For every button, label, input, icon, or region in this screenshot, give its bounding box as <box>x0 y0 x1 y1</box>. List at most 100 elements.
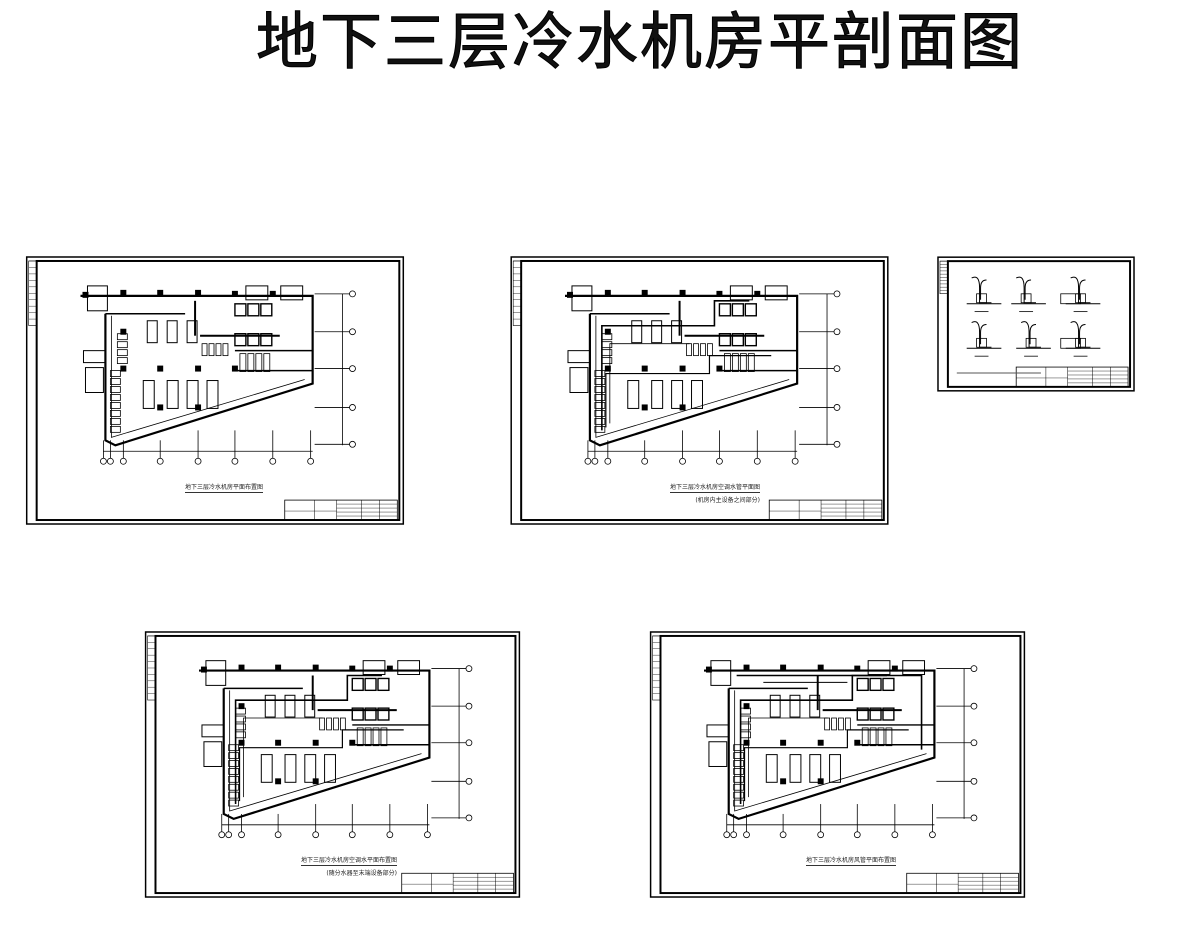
pipe-section <box>1070 321 1091 348</box>
equipment-box <box>867 660 891 676</box>
structural-column <box>275 778 282 785</box>
structural-column <box>157 365 164 372</box>
chiller-unit <box>206 380 219 409</box>
pump <box>707 343 713 357</box>
grid-axis-bubble <box>465 665 473 672</box>
structural-column <box>743 664 750 671</box>
pump <box>733 799 744 807</box>
grid-axis-bubble <box>349 328 356 336</box>
drawing-frame <box>154 634 517 895</box>
equipment-unit <box>351 677 364 692</box>
grid-axis-bubble <box>743 831 750 839</box>
chiller-unit <box>627 380 640 409</box>
stair <box>569 367 589 393</box>
grid-axis-bubble <box>779 831 787 839</box>
pipe-section <box>1024 279 1032 300</box>
grid-axis-bubble <box>833 404 841 411</box>
sheet-border <box>144 631 521 898</box>
pump <box>109 417 121 425</box>
structural-column <box>238 703 245 710</box>
inner-wall <box>734 690 927 812</box>
grid-axis-bubble <box>853 831 861 839</box>
pump <box>838 717 844 731</box>
grid-axis-bubble <box>465 814 473 822</box>
pump <box>733 744 744 752</box>
grid-axis-bubble <box>716 457 723 465</box>
grid-axis-bubble <box>349 440 356 448</box>
pump <box>340 717 346 731</box>
structural-column <box>195 365 202 372</box>
grid-axis-bubble <box>312 831 320 839</box>
sheet-caption: 地下三层冷水机房空调水管平面图(机房内主设备之间部分) <box>670 482 761 504</box>
pump <box>724 353 731 372</box>
grid-axis-bubble <box>970 814 978 822</box>
structural-column <box>743 739 750 746</box>
grid-axis-bubble <box>107 457 114 465</box>
equipment-box <box>571 285 593 312</box>
pump <box>733 760 744 767</box>
pump <box>228 752 239 759</box>
equipment-box <box>397 660 421 676</box>
pump <box>228 768 239 775</box>
title-block <box>768 499 883 521</box>
pump <box>235 715 246 723</box>
grid-axis-bubble <box>833 328 841 336</box>
stair <box>84 367 104 393</box>
pump <box>740 731 751 739</box>
grid-axis-bubble <box>119 457 127 465</box>
pipe-section <box>1029 324 1037 345</box>
grid-axis-bubble <box>833 365 841 372</box>
equipment-unit <box>744 333 757 347</box>
floor-plan-drawing <box>144 631 521 898</box>
structural-column <box>754 290 761 297</box>
title-block <box>906 872 1019 894</box>
pump <box>116 349 128 357</box>
pump <box>594 402 606 409</box>
title-block <box>284 499 398 521</box>
stair <box>203 741 223 767</box>
structural-column <box>817 664 824 671</box>
pipe-section <box>1020 321 1041 348</box>
pump <box>228 744 239 752</box>
pump <box>228 799 239 807</box>
pipe <box>234 674 382 805</box>
pump <box>228 760 239 767</box>
structural-column <box>705 666 712 673</box>
equipment-unit <box>882 707 895 721</box>
pipe <box>609 343 690 424</box>
sheet-caption: 地下三层冷水机房空调水平面布置图(随分水器至末端设备部分) <box>301 855 398 877</box>
chiller-unit <box>631 320 643 344</box>
inner-wall <box>595 315 790 438</box>
equipment-unit <box>869 677 882 692</box>
chiller-unit <box>809 754 822 783</box>
pipe <box>739 674 887 805</box>
pump <box>733 752 744 759</box>
pump <box>686 343 692 357</box>
grid-axis-bubble <box>753 457 761 465</box>
structural-column <box>854 665 861 672</box>
grid-axis-bubble <box>465 702 473 710</box>
equipment-box <box>86 285 108 312</box>
pipe <box>605 355 772 428</box>
pump <box>733 775 744 783</box>
sheet-border <box>25 256 405 525</box>
drawing-title: 地下三层冷水机房平剖面图 <box>255 5 1024 79</box>
pump <box>824 717 830 731</box>
pump <box>733 783 744 791</box>
title-block <box>401 872 514 894</box>
drawing-frame <box>35 259 401 522</box>
pump <box>693 343 699 357</box>
grid-axis-bubble <box>833 440 841 448</box>
equipment-unit <box>377 677 390 692</box>
structural-column <box>195 289 202 296</box>
pump <box>594 417 606 425</box>
structural-column <box>641 289 648 296</box>
pump <box>228 775 239 783</box>
pump <box>869 727 877 747</box>
pump <box>601 341 613 349</box>
structural-column <box>157 289 164 296</box>
grid-axis-bubble <box>386 831 394 839</box>
structural-column <box>679 289 686 296</box>
structural-column <box>231 365 238 372</box>
pump <box>845 717 851 731</box>
